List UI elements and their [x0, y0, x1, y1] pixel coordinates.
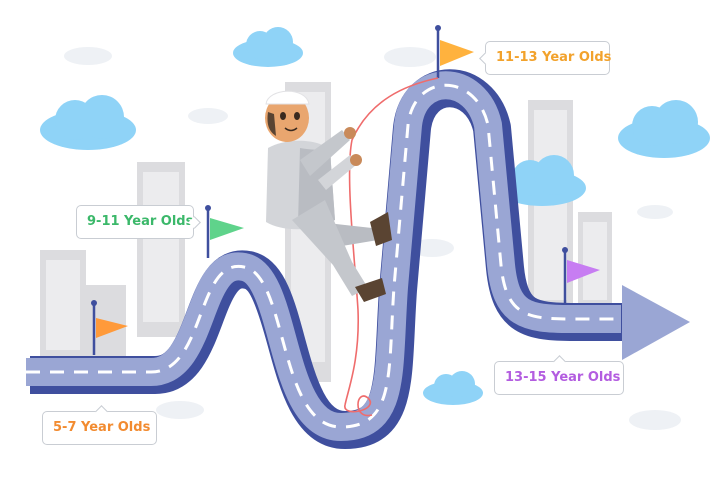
cloud-icon	[40, 95, 136, 150]
age-label-9-11: 9-11 Year Olds	[76, 205, 194, 239]
climbing-rope	[344, 77, 439, 417]
clouds	[40, 27, 710, 405]
flag-icon	[435, 25, 474, 78]
cloud-icon	[423, 371, 483, 405]
flag-icon	[205, 205, 244, 258]
flag-icon	[562, 247, 600, 305]
age-label-5-7: 5-7 Year Olds	[42, 411, 157, 445]
cloud-icon	[233, 27, 303, 67]
flag-icon	[91, 300, 128, 355]
arrow-right-icon	[622, 285, 690, 360]
winding-road	[26, 69, 625, 449]
climbing-boy-icon	[265, 90, 392, 302]
faint-clouds	[64, 47, 681, 430]
age-label-13-15: 13-15 Year Olds	[494, 361, 624, 395]
age-label-11-13: 11-13 Year Olds	[485, 41, 611, 75]
cloud-icon	[618, 100, 710, 158]
cloud-icon	[498, 155, 586, 206]
